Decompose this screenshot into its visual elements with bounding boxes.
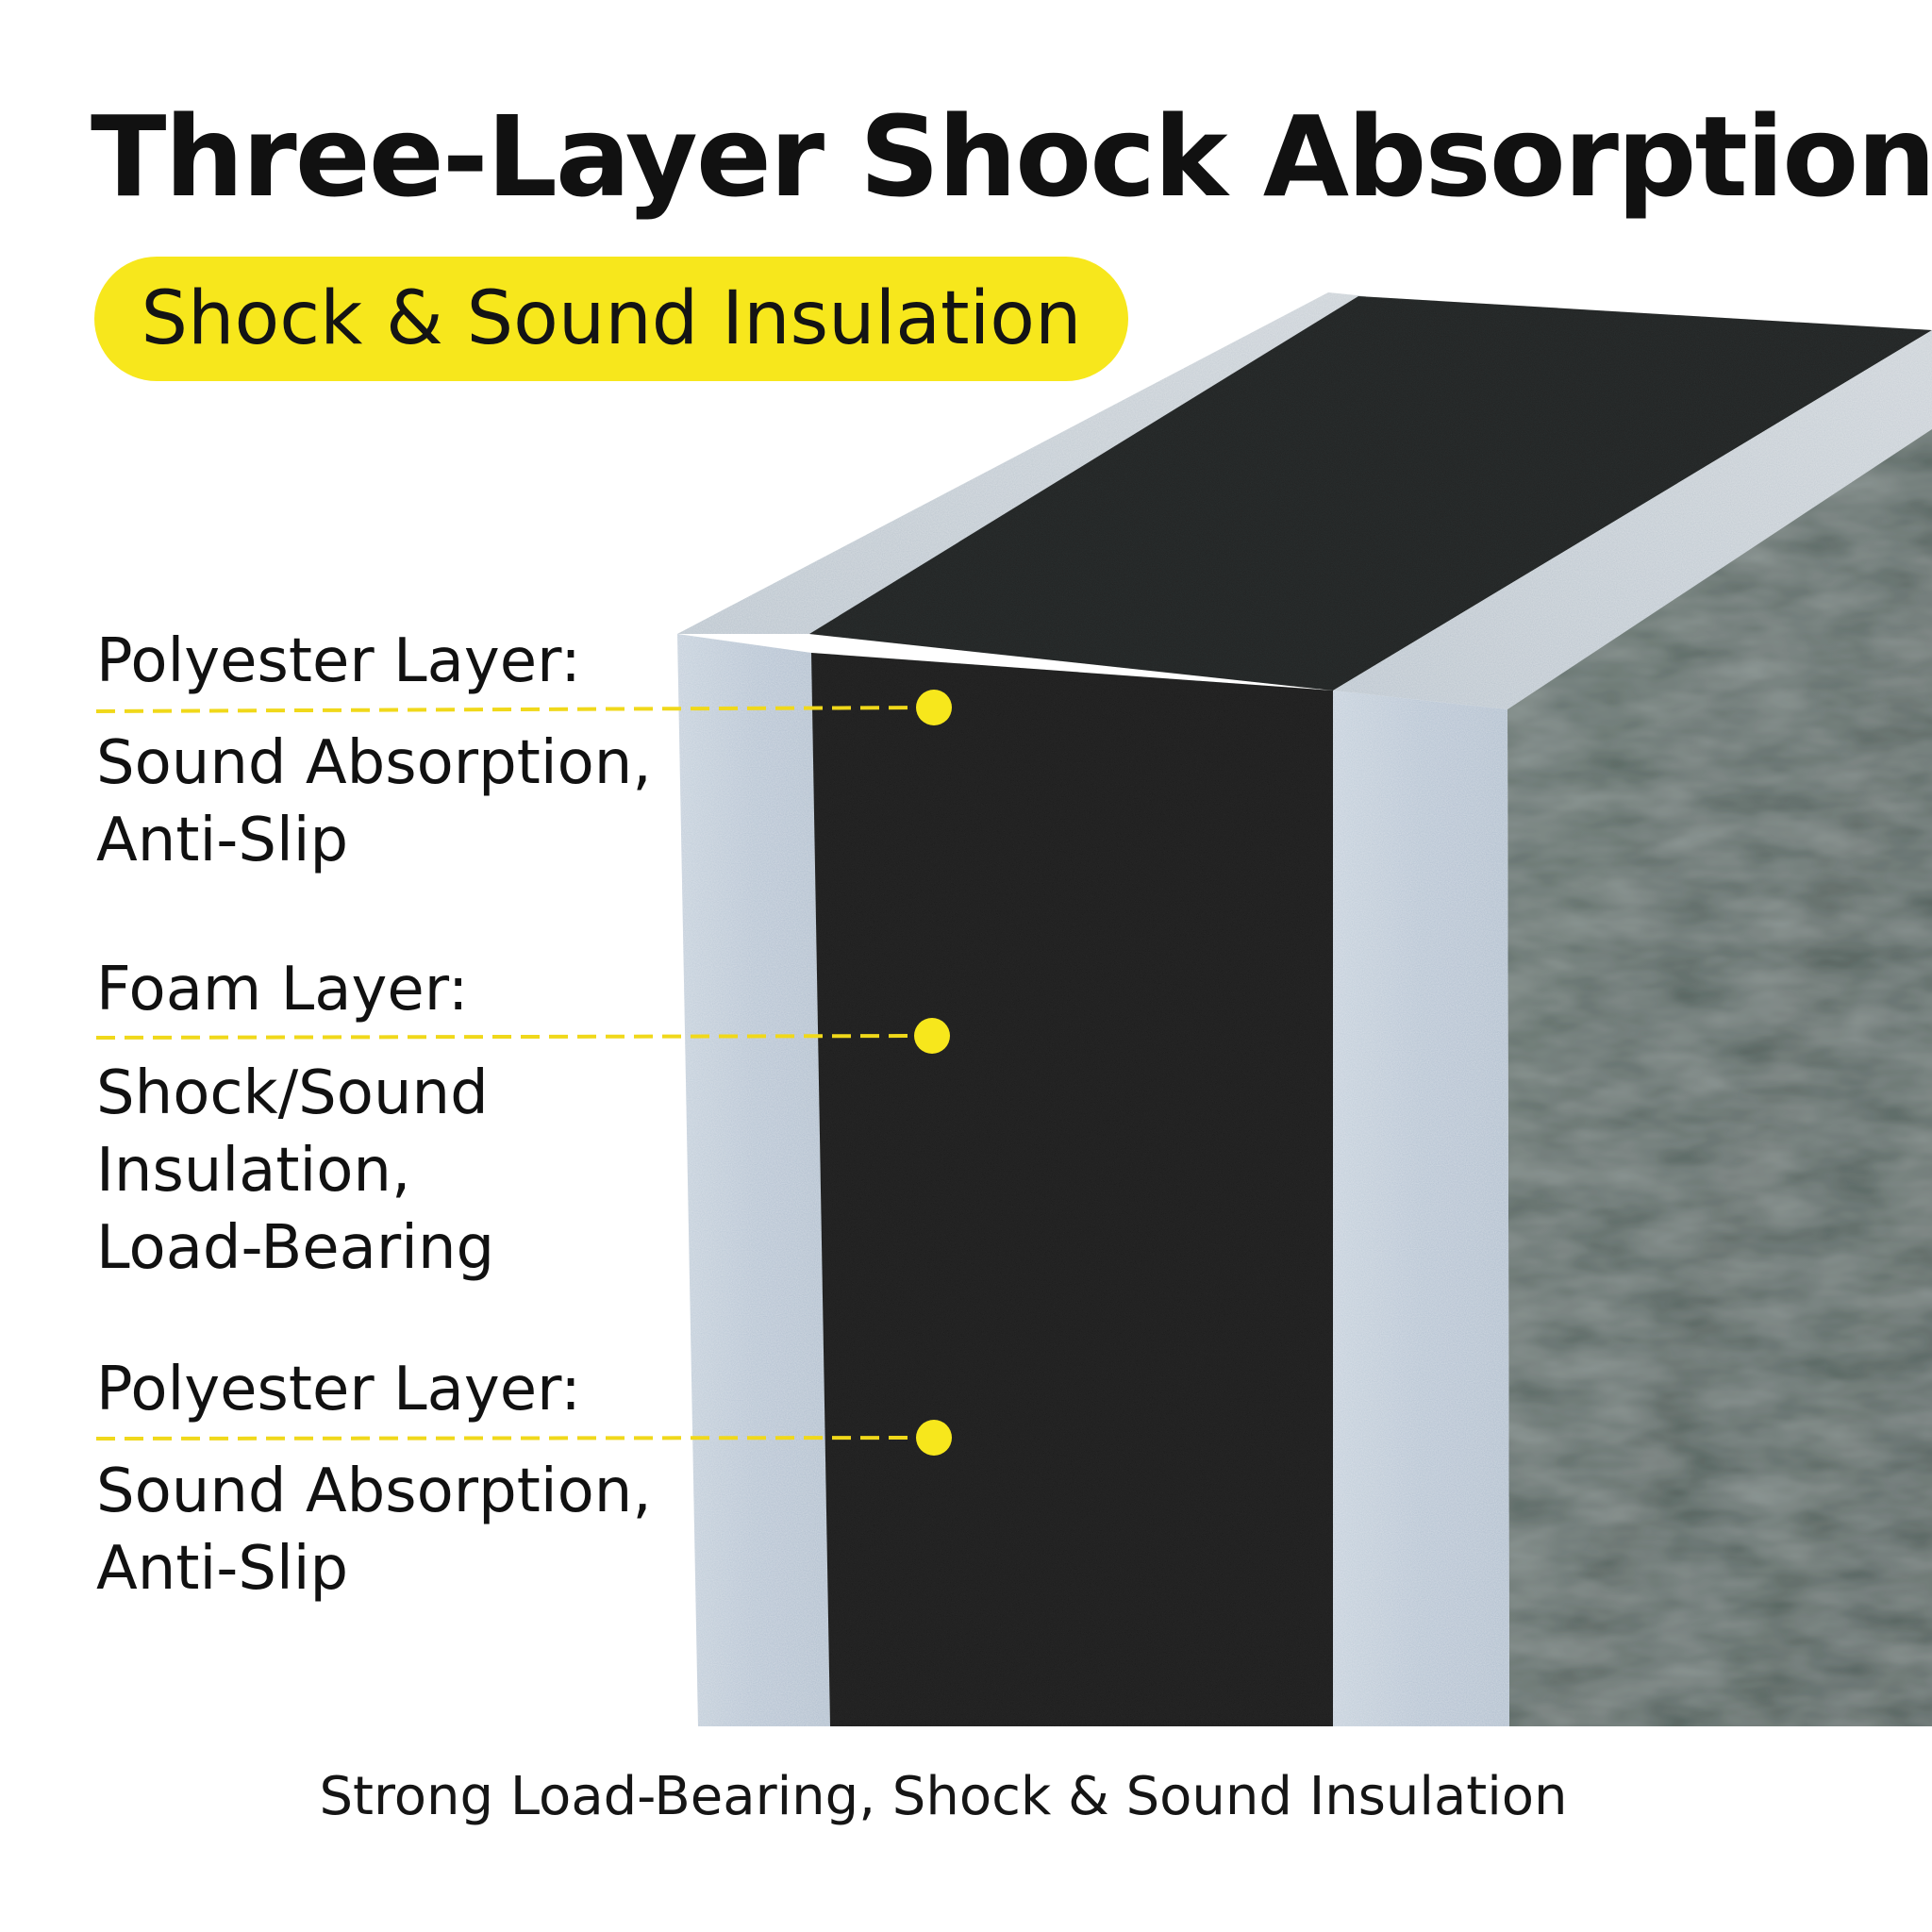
layer-label-foam: Foam Layer: [96, 955, 469, 1024]
layer-label-polyester-top: Polyester Layer: [96, 626, 581, 696]
layer-description-polyester-bottom: Sound Absorption, Anti-Slip [96, 1453, 681, 1607]
description-line: Sound Absorption, [96, 1457, 652, 1526]
block-side-face [1507, 429, 1932, 1726]
feature-badge-text: Shock & Sound Insulation [141, 276, 1082, 361]
feature-badge: Shock & Sound Insulation [94, 257, 1128, 381]
description-line: Sound Absorption, [96, 728, 652, 798]
marker-dot-polyester-top [916, 690, 952, 725]
polyester-layer-top-face-2 [1333, 330, 1932, 709]
foam-layer-top-face [809, 296, 1932, 691]
polyester-layer-top-face [677, 292, 1366, 634]
description-line: Insulation, [96, 1136, 411, 1206]
polyester-layer-front-face-2 [1333, 691, 1509, 1726]
description-line: Load-Bearing [96, 1213, 495, 1283]
leader-line-polyester-bottom [95, 1436, 935, 1441]
layer-description-foam: Shock/Sound Insulation, Load-Bearing [96, 1055, 681, 1287]
layer-label-polyester-bottom: Polyester Layer: [96, 1355, 581, 1424]
polyester-layer-front-face [677, 634, 830, 1726]
foam-layer-front-face [811, 653, 1333, 1726]
description-line: Anti-Slip [96, 1534, 349, 1604]
marker-dot-foam [914, 1018, 950, 1054]
page-title: Three-Layer Shock Absorption [91, 92, 1932, 222]
footer-caption: Strong Load-Bearing, Shock & Sound Insul… [319, 1766, 1568, 1827]
description-line: Shock/Sound [96, 1058, 489, 1128]
layer-description-polyester-top: Sound Absorption, Anti-Slip [96, 724, 681, 879]
leader-line-foam [95, 1034, 933, 1040]
description-line: Anti-Slip [96, 806, 349, 875]
marker-dot-polyester-bottom [916, 1420, 952, 1456]
leader-line-polyester-top [95, 706, 933, 713]
